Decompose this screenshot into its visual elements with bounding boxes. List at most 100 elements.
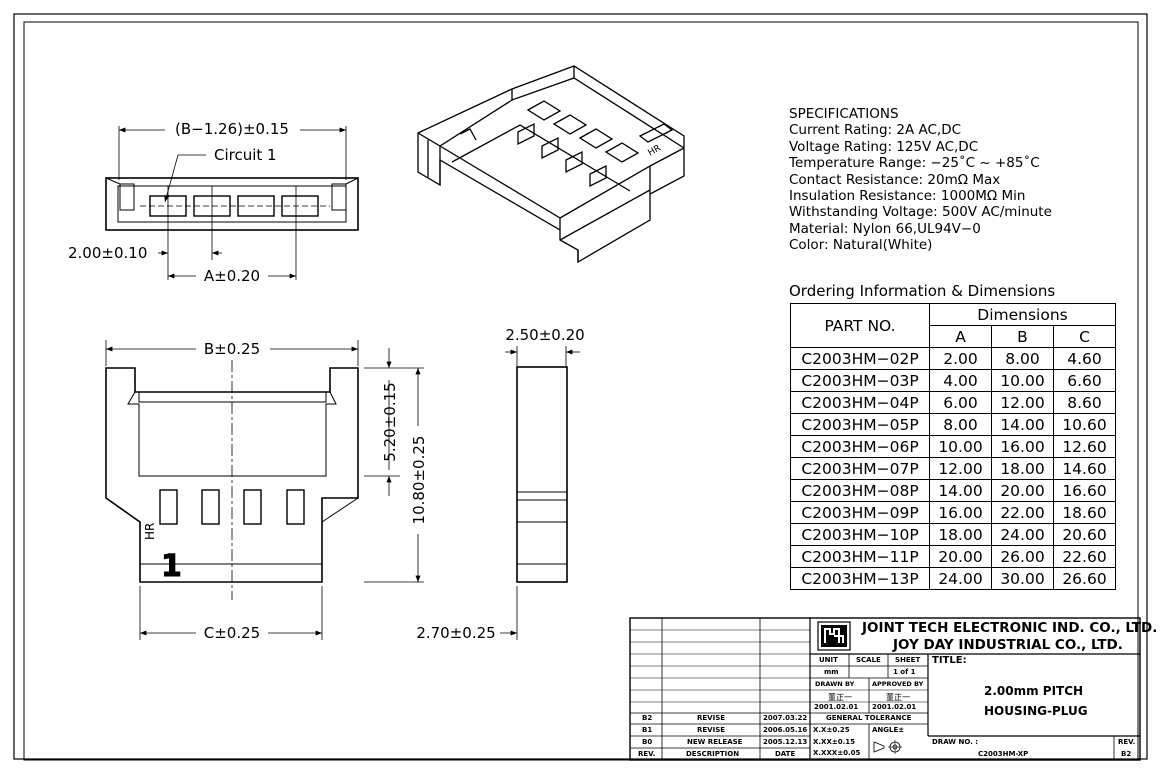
revision-desc: REVISE <box>697 714 726 722</box>
dimension-cell: 30.00 <box>991 567 1054 590</box>
general-tolerance-label: GENERAL TOLERANCE <box>826 714 912 722</box>
revision-rev: B2 <box>642 714 653 722</box>
dimension-cell: 10.60 <box>1053 413 1116 436</box>
approved-by-label: APPROVED BY <box>872 680 924 688</box>
dimension-cell: 14.00 <box>929 479 992 502</box>
dimension-cell: 18.00 <box>991 457 1054 480</box>
col-a-header: A <box>929 325 992 348</box>
part-number-cell: C2003HM−13P <box>790 567 930 590</box>
company-name-2: JOY DAY INDUSTRIAL CO., LTD. <box>893 637 1123 653</box>
dimension-cell: 10.00 <box>929 435 992 458</box>
dimension-cell: 20.00 <box>991 479 1054 502</box>
spec-current-rating: Current Rating: 2A AC,DC <box>789 122 962 139</box>
spec-withstanding-voltage: Withstanding Voltage: 500V AC/minute <box>789 204 1052 221</box>
dim-b-label: B±0.25 <box>204 340 260 358</box>
part-number-cell: C2003HM−02P <box>790 347 930 370</box>
revision-rev: B1 <box>642 726 653 734</box>
company-logo-icon <box>821 625 847 647</box>
unit-value: mm <box>824 668 839 676</box>
dimension-cell: 8.60 <box>1053 391 1116 414</box>
sheet-label: SHEET <box>895 656 921 664</box>
dimension-cell: 20.00 <box>929 545 992 568</box>
drawing-no-label: DRAW NO. : <box>932 738 979 746</box>
unit-label: UNIT <box>819 656 838 664</box>
dimension-cell: 14.00 <box>991 413 1054 436</box>
part-number-cell: C2003HM−07P <box>790 457 930 480</box>
circuit-1-label: Circuit 1 <box>214 146 277 164</box>
part-number-cell: C2003HM−08P <box>790 479 930 502</box>
revision-date: 2005.12.13 <box>763 738 808 746</box>
spec-color: Color: Natural(White) <box>789 237 933 254</box>
description-header: DESCRIPTION <box>686 750 740 758</box>
col-c-header: C <box>1053 325 1116 348</box>
revision-date: 2006.05.16 <box>763 726 808 734</box>
spec-insulation-resistance: Insulation Resistance: 1000MΩ Min <box>789 187 1026 204</box>
dim-t1-label: 2.50±0.20 <box>505 326 584 344</box>
dimension-cell: 12.60 <box>1053 435 1116 458</box>
part-number-cell: C2003HM−11P <box>790 545 930 568</box>
ordering-title: Ordering Information & Dimensions <box>789 282 1056 300</box>
dimension-cell: 24.00 <box>991 523 1054 546</box>
front-view <box>105 340 424 640</box>
dim-a-label: A±0.20 <box>204 267 260 285</box>
part-number-cell: C2003HM−06P <box>790 435 930 458</box>
part-number-cell: C2003HM−03P <box>790 369 930 392</box>
spec-voltage-rating: Voltage Rating: 125V AC,DC <box>789 138 979 155</box>
dimension-cell: 10.00 <box>991 369 1054 392</box>
dimension-cell: 12.00 <box>991 391 1054 414</box>
title-label: TITLE: <box>932 655 967 666</box>
title-line-2: HOUSING-PLUG <box>984 704 1088 718</box>
drawn-by-signature: 董正一 <box>828 693 852 702</box>
dimension-cell: 26.00 <box>991 545 1054 568</box>
dimension-cell: 6.00 <box>929 391 992 414</box>
dimension-cell: 16.60 <box>1053 479 1116 502</box>
spec-contact-resistance: Contact Resistance: 20mΩ Max <box>789 171 1001 188</box>
dimension-cell: 26.60 <box>1053 567 1116 590</box>
sheet-value: 1 of 1 <box>893 668 916 676</box>
rev-label: REV. <box>1118 738 1136 746</box>
spec-material: Material: Nylon 66,UL94V−0 <box>789 220 981 237</box>
dimension-cell: 22.00 <box>991 501 1054 524</box>
tolerance-3: X.XXX±0.05 <box>813 749 861 757</box>
top-view <box>105 126 359 280</box>
dim-h1-label: 5.20±0.15 <box>381 382 399 461</box>
dimension-cell: 18.00 <box>929 523 992 546</box>
part-number-cell: C2003HM−10P <box>790 523 930 546</box>
rev-header: REV. <box>638 750 656 758</box>
dimension-cell: 2.00 <box>929 347 992 370</box>
dimension-cell: 12.00 <box>929 457 992 480</box>
date-header: DATE <box>775 750 796 758</box>
revision-desc: REVISE <box>697 726 726 734</box>
scale-label: SCALE <box>856 656 881 664</box>
dimension-cell: 16.00 <box>991 435 1054 458</box>
dimension-cell: 18.60 <box>1053 501 1116 524</box>
isometric-view <box>417 65 685 264</box>
dim-pitch-label: 2.00±0.10 <box>68 244 147 262</box>
outer-frame <box>13 13 1148 760</box>
part-no-header: PART NO. <box>790 303 930 348</box>
drawn-by-label: DRAWN BY <box>815 680 855 688</box>
dimension-cell: 16.00 <box>929 501 992 524</box>
spec-temperature-range: Temperature Range: −25˚C ~ +85˚C <box>789 155 1040 172</box>
part-number-cell: C2003HM−04P <box>790 391 930 414</box>
title-line-1: 2.00mm PITCH <box>984 684 1084 698</box>
dim-t2-label: 2.70±0.25 <box>416 624 495 642</box>
dimension-cell: 4.00 <box>929 369 992 392</box>
dimensions-header: Dimensions <box>929 303 1116 326</box>
tolerance-1: X.X±0.25 <box>813 726 850 734</box>
angle-label: ANGLE± <box>872 726 905 734</box>
dimension-cell: 6.60 <box>1053 369 1116 392</box>
dimension-cell: 24.00 <box>929 567 992 590</box>
dimension-cell: 14.60 <box>1053 457 1116 480</box>
dimension-cell: 8.00 <box>929 413 992 436</box>
